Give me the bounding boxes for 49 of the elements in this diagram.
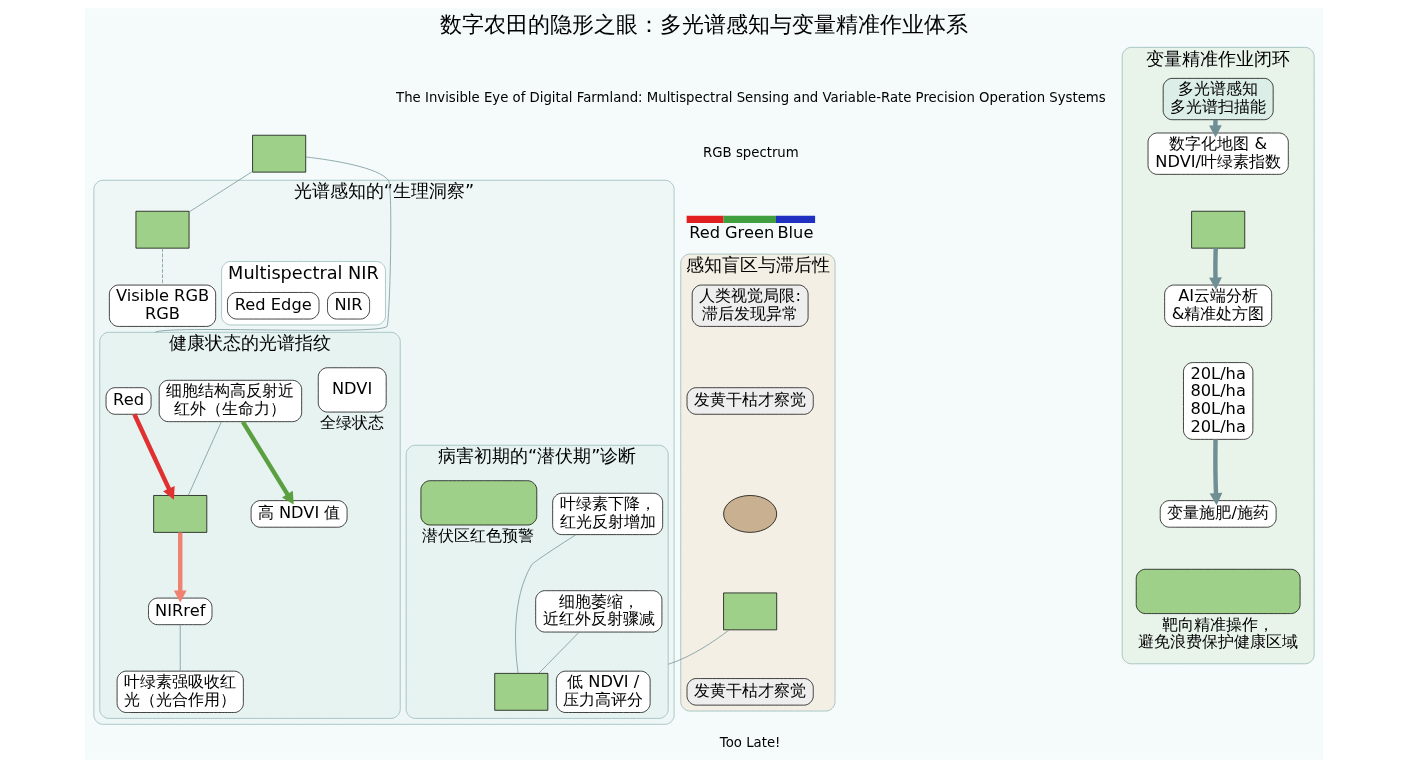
- connector: [187, 421, 222, 496]
- node-box: [252, 134, 307, 173]
- node-label: 潜伏区红色预警: [422, 525, 535, 545]
- label: The Invisible Eye of Digital Farmland: Multispectral Sensing and Variable-Rate Precision Operation Systems: [396, 90, 1106, 106]
- node-box: [723, 592, 778, 631]
- node-box: 20L/ha 80L/ha 80L/ha 20L/ha: [1183, 362, 1254, 440]
- node-box: 细胞结构高反射近红外（生命力）: [158, 379, 303, 422]
- node-box: 高 NDVI 值: [250, 500, 348, 528]
- node-box: 低 NDVI / 压力高评分: [556, 670, 651, 713]
- node-box: 数字化地图 & NDVI/叶绿素指数: [1147, 132, 1289, 175]
- node-box: 叶绿素强吸收红光（光合作用）: [116, 670, 244, 713]
- node-box: 多光谱感知 多光谱扫描能: [1162, 78, 1274, 121]
- legend-label: Blue: [777, 222, 814, 242]
- node-box: NIR: [327, 292, 370, 320]
- node-box: Red Edge: [227, 292, 320, 320]
- arrow: [240, 420, 294, 505]
- legend-label: Red: [689, 222, 721, 242]
- diagram-title: 数字农田的隐形之眼：多光谱感知与变量精准作业体系: [440, 10, 968, 37]
- node-box: 发黄干枯才察觉: [686, 678, 814, 706]
- node-box: NIRref: [148, 597, 213, 626]
- node-person: [723, 495, 778, 533]
- arrow: [1209, 248, 1222, 290]
- node-box: AI云端分析&精准处方图: [1164, 284, 1273, 327]
- connector: [538, 631, 580, 674]
- node-box: [153, 495, 208, 533]
- node-box: 人类视觉局限:滞后发现异常: [691, 284, 809, 327]
- node-box: [1191, 210, 1246, 249]
- node-box: [494, 673, 549, 711]
- connector: [188, 171, 253, 213]
- connector: [179, 624, 181, 672]
- connector: [154, 156, 392, 333]
- node-box: 变量施肥/施药: [1159, 500, 1277, 528]
- connector: [515, 534, 577, 674]
- legend-label: Green: [725, 222, 775, 242]
- label: Too Late!: [719, 734, 781, 750]
- node-label: 靶向精准操作，避免浪费保护健康区域: [1137, 614, 1298, 652]
- node-box: Visible RGB RGB: [109, 284, 217, 327]
- arrow: [132, 413, 175, 500]
- arrow: [173, 532, 187, 603]
- arrow: [1209, 439, 1223, 506]
- label: RGB spectrum: [703, 144, 799, 160]
- node-box: [135, 210, 190, 249]
- node-box: 细胞萎缩，近红外反射骤减: [535, 590, 663, 633]
- node-box: Red: [105, 387, 152, 415]
- node-box: 发黄干枯才察觉: [686, 387, 814, 415]
- connector: [162, 247, 163, 286]
- node-label: 全绿状态: [319, 413, 384, 432]
- connector: [667, 629, 730, 665]
- node-box: 叶绿素下降，红光反射增加: [552, 492, 664, 535]
